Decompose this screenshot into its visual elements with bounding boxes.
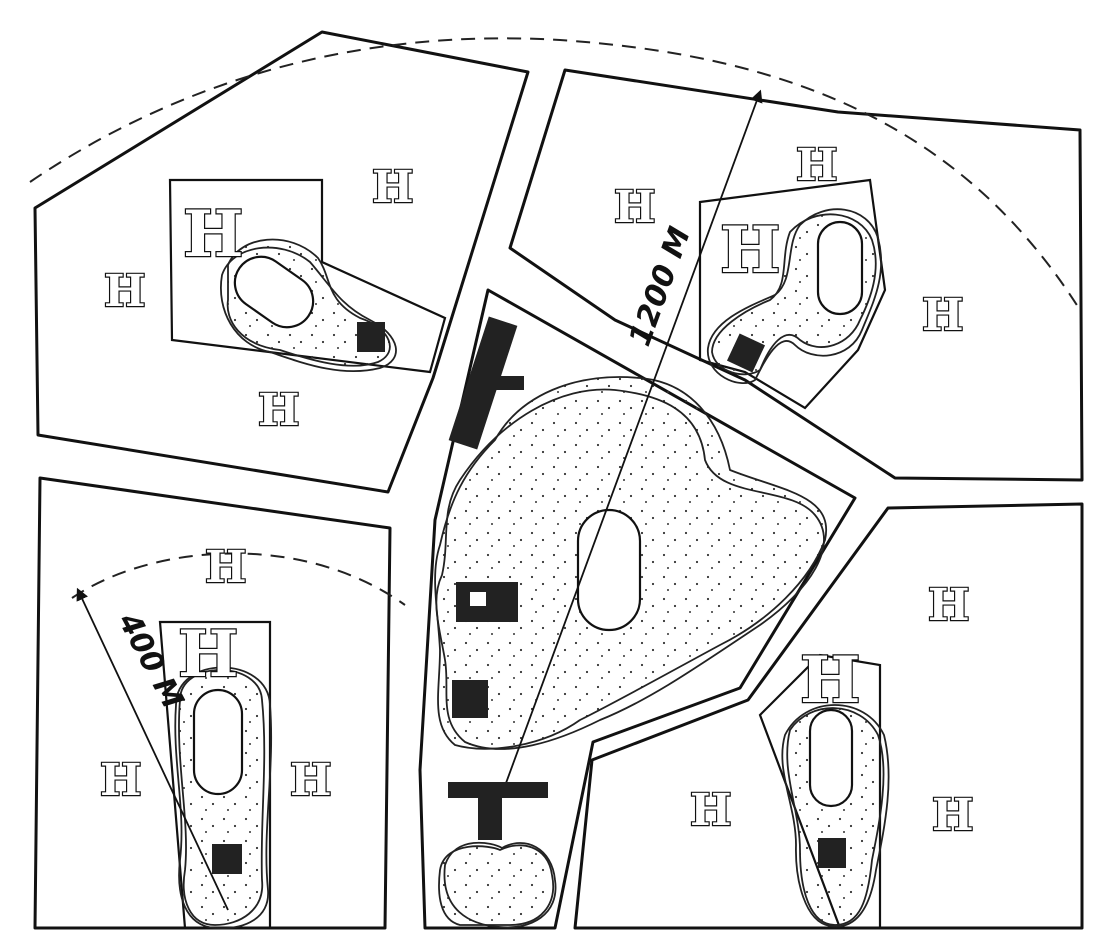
h-block-icon: H [795,139,839,192]
path-bottom-right-loop [781,704,890,928]
h-block-icon: H [931,789,975,842]
svg-text:H: H [104,266,146,317]
shop-square-icon [726,333,766,373]
radius-arc-small [71,552,406,606]
path-top-left-loop [220,246,397,372]
track-bottom-right [808,708,854,808]
h-block-icon: H [177,616,240,693]
svg-text:H: H [258,385,300,436]
h-block-icon: H [182,196,245,273]
tower-building-icon [448,316,524,450]
h-block-icon: H [689,784,733,837]
zone-top-right [698,178,887,410]
svg-text:H: H [800,643,860,718]
svg-text:H: H [690,785,732,836]
track-top-left [233,255,315,329]
measure-line-400 [76,587,229,911]
path-bottom-left-loop [174,666,273,930]
park-bottom-center [438,844,554,926]
h-block-icon: H [99,754,143,807]
shop-square-icon [212,844,242,874]
h-block-icon: H [204,541,248,594]
path-top-right-loop [707,208,883,385]
measure-line-1200 [487,89,763,833]
shop-square-icon [357,322,385,352]
h-block-icon: H [371,161,415,214]
cross-building-icon [448,782,548,840]
path-bottom-center-loop [443,841,557,929]
svg-text:H: H [183,197,243,272]
svg-text:H: H [100,755,142,806]
svg-text:H: H [290,755,332,806]
track-bottom-left [192,688,244,796]
svg-text:H: H [932,790,974,841]
svg-text:H: H [922,290,964,341]
zone-bottom-left [158,620,272,930]
zone-top-left [168,178,447,374]
shop-square-icon [452,680,488,718]
h-block-icon: H [289,754,333,807]
svg-text:H: H [372,162,414,213]
h-block-icon: H [257,384,301,437]
h-block-icon: H [799,642,862,719]
h-block-icon: H [927,579,971,632]
radius-arc-large [29,37,1081,311]
school-building-icon [456,582,518,622]
svg-text:H: H [720,213,780,288]
svg-text:H: H [614,182,656,233]
h-block-icon: H [921,289,965,342]
shop-square-icon [818,838,846,868]
h-block-icon: H [103,265,147,318]
svg-text:H: H [205,542,247,593]
svg-text:H: H [178,617,238,692]
svg-text:H: H [796,140,838,191]
h-block-icon: H [719,212,782,289]
svg-text:H: H [928,580,970,631]
path-center-loop [435,388,825,750]
track-top-right [816,220,864,316]
track-center [576,508,642,632]
h-block-icon: H [613,181,657,234]
